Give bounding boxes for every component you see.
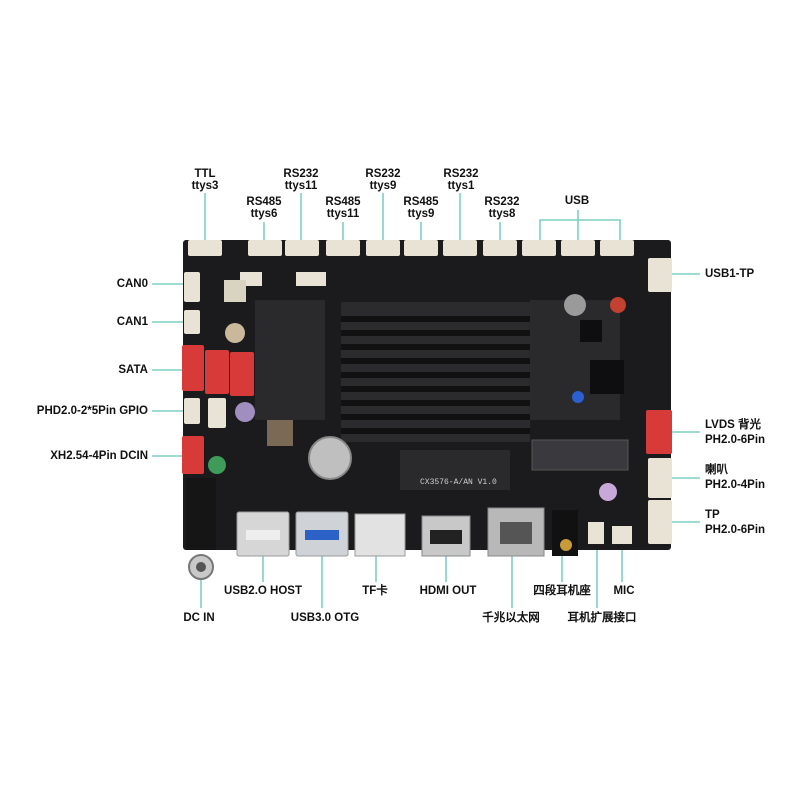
pcb-board: CX3576-A/AN V1.0	[182, 240, 672, 580]
label-usb-top: USB	[564, 195, 590, 207]
label-usb2-host: USB2.O HOST	[224, 585, 302, 597]
label-hdmi-out: HDMI OUT	[419, 585, 477, 597]
label-tf-card: TF卡	[362, 585, 388, 597]
label-ethernet: 千兆以太网	[482, 612, 540, 624]
label-usb3-otg: USB3.0 OTG	[290, 612, 360, 624]
leader-lines	[152, 193, 700, 608]
bottom-ports	[186, 478, 632, 580]
label-dc-in: DC IN	[183, 612, 215, 624]
label-dcin-xh: XH2.54-4Pin DCIN	[50, 450, 148, 462]
label-can0: CAN0	[116, 278, 148, 290]
label-gpio: PHD2.0-2*5Pin GPIO	[36, 405, 148, 417]
label-mic: MIC	[613, 585, 635, 597]
board-model-text: CX3576-A/AN V1.0	[420, 478, 497, 487]
label-sata: SATA	[118, 364, 148, 376]
label-can1: CAN1	[116, 316, 148, 328]
label-usb1-tp: USB1-TP	[705, 268, 755, 280]
label-earphone-jack: 四段耳机座	[533, 585, 591, 597]
label-earphone-ext: 耳机扩展接口	[567, 612, 637, 624]
heatsink	[341, 302, 530, 442]
